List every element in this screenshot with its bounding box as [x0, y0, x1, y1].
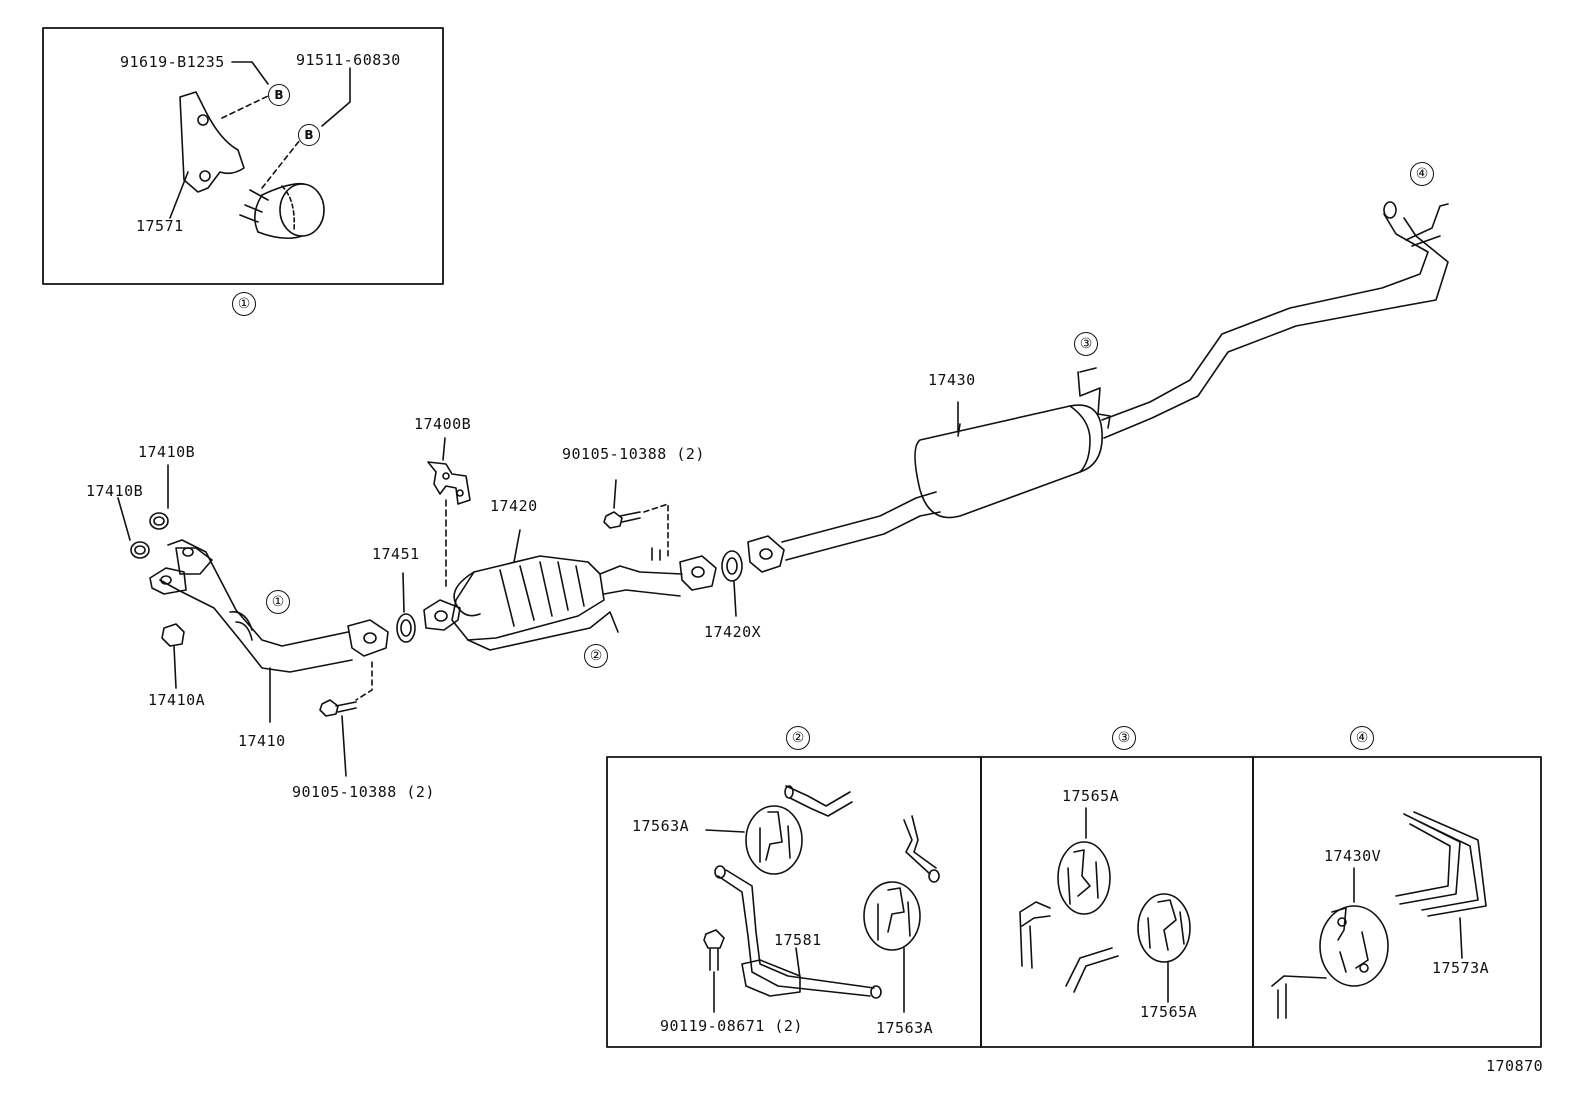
detail-box-4-frame [1252, 756, 1542, 1048]
label-17563a-upper: 17563A [632, 817, 690, 835]
front-pipe-17410 [159, 539, 353, 673]
main-marker-2: ② [584, 644, 608, 668]
inset-1-bolt-b-marker-1: B [268, 84, 290, 106]
gasket-17451 [396, 613, 416, 643]
inset-1-bolt-b-marker-2: B [298, 124, 320, 146]
inset-1-frame [42, 27, 444, 285]
label-17430: 17430 [928, 371, 976, 389]
figure-number: 170870 [1486, 1057, 1544, 1075]
nut-17410a [161, 623, 185, 647]
inset-1-bracket [179, 91, 245, 193]
label-17451: 17451 [372, 545, 420, 563]
gasket-17420x [721, 550, 743, 582]
main-marker-1: ① [266, 590, 290, 614]
muffler-17430 [914, 404, 1103, 519]
label-17410: 17410 [238, 732, 286, 750]
center-pipe [747, 535, 785, 573]
label-17410b-top: 17410B [138, 443, 196, 461]
label-17565a-lower: 17565A [1140, 1003, 1198, 1021]
label-17410a: 17410A [148, 691, 206, 709]
catalytic-converter-17420 [423, 599, 461, 631]
label-90105-10388-rear: 90105-10388 (2) [562, 445, 705, 463]
label-90105-10388-front: 90105-10388 (2) [292, 783, 435, 801]
label-17581: 17581 [774, 931, 822, 949]
hanger-17565a-1 [1057, 841, 1111, 915]
label-17565a-upper: 17565A [1062, 787, 1120, 805]
detail-box-2-marker: ② [786, 726, 810, 750]
label-17410b-side: 17410B [86, 482, 144, 500]
label-17400b: 17400B [414, 415, 472, 433]
hanger-17563a-2 [863, 881, 921, 951]
label-90119-08671: 90119-08671 (2) [660, 1017, 803, 1035]
label-17563a-lower: 17563A [876, 1019, 934, 1037]
hanger-17565a-2 [1137, 893, 1191, 963]
label-17571: 17571 [136, 217, 184, 235]
hanger-17563a-1 [745, 805, 803, 875]
main-marker-3: ③ [1074, 332, 1098, 356]
main-marker-4: ④ [1410, 162, 1434, 186]
label-91619-b1235: 91619-B1235 [120, 53, 225, 71]
label-17430v: 17430V [1324, 847, 1382, 865]
bolt-front [319, 699, 357, 717]
rod-17581 [717, 869, 875, 997]
gasket-17410b-1 [149, 512, 169, 530]
label-17420x: 17420X [704, 623, 762, 641]
hanger-17430v [1319, 905, 1389, 987]
detail-box-3-marker: ③ [1112, 726, 1136, 750]
detail-box-4-marker: ④ [1350, 726, 1374, 750]
bracket-17400b [427, 461, 471, 505]
inset-1-marker: ① [232, 292, 256, 316]
label-17573a: 17573A [1432, 959, 1490, 977]
gasket-17410b-2 [130, 541, 150, 559]
bolt-rear [603, 511, 641, 529]
bolt-90119 [703, 929, 725, 971]
label-17420: 17420 [490, 497, 538, 515]
label-91511-60830: 91511-60830 [296, 51, 401, 69]
